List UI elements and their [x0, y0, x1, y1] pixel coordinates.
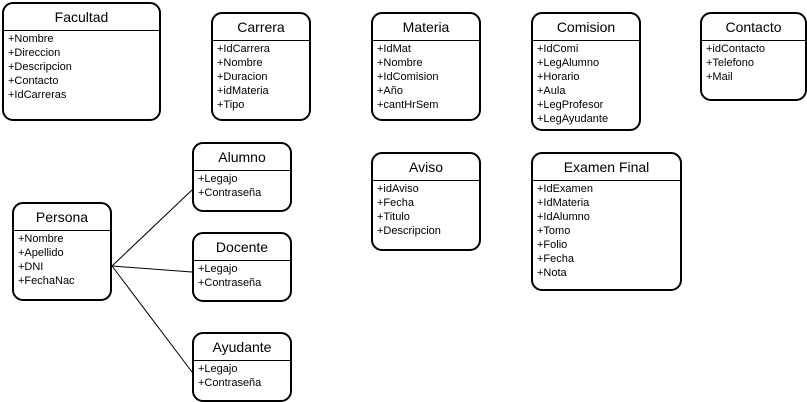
attribute: +Titulo: [377, 211, 410, 223]
connector-persona-ayudante: [111, 265, 193, 373]
attribute: +cantHrSem: [377, 99, 439, 111]
attribute: +Folio: [537, 239, 568, 251]
attribute: +Nombre: [8, 33, 54, 45]
attribute: +Mail: [706, 71, 733, 83]
attribute: +IdComi: [537, 43, 579, 55]
attribute: +Contraseña: [198, 277, 262, 289]
attribute: +Duracion: [217, 71, 268, 83]
entity-persona[interactable]: Persona +Nombre +Apellido +DNI +FechaNac: [12, 202, 112, 301]
entity-examen-final[interactable]: Examen Final +IdExamen +IdMateria +IdAlu…: [531, 152, 682, 291]
attribute-list: +Legajo +Contraseña: [194, 361, 290, 390]
attribute: +Tomo: [537, 225, 571, 237]
entity-title: Comision: [533, 14, 639, 41]
attribute: +DNI: [18, 261, 44, 273]
entity-alumno[interactable]: Alumno +Legajo +Contraseña: [192, 142, 292, 212]
entity-title: Aviso: [373, 154, 479, 181]
attribute: +idContacto: [706, 43, 766, 55]
entity-docente[interactable]: Docente +Legajo +Contraseña: [192, 232, 292, 302]
attribute-list: +IdCarrera +Nombre +Duracion +idMateria …: [213, 41, 309, 112]
attribute: +IdCarrera: [217, 43, 270, 55]
attribute: +Fecha: [377, 197, 414, 209]
entity-ayudante[interactable]: Ayudante +Legajo +Contraseña: [192, 332, 292, 402]
attribute: +Año: [377, 85, 403, 97]
entity-title: Alumno: [194, 144, 290, 171]
attribute: +Contraseña: [198, 187, 262, 199]
entity-aviso[interactable]: Aviso +idAviso +Fecha +Titulo +Descripci…: [371, 152, 481, 251]
attribute: +Aula: [537, 85, 566, 97]
attribute: +idAviso: [377, 183, 419, 195]
attribute: +FechaNac: [18, 275, 75, 287]
attribute-list: +idAviso +Fecha +Titulo +Descripcion: [373, 181, 479, 238]
attribute: +Tipo: [217, 99, 245, 111]
entity-title: Facultad: [4, 4, 159, 31]
attribute: +Nombre: [377, 57, 423, 69]
attribute-list: +IdMat +Nombre +IdComision +Año +cantHrS…: [373, 41, 479, 112]
attribute: +Telefono: [706, 57, 755, 69]
attribute: +Descripcion: [377, 225, 441, 237]
connector-persona-docente: [111, 265, 193, 273]
attribute: +LegAyudante: [537, 113, 609, 125]
entity-contacto[interactable]: Contacto +idContacto +Telefono +Mail: [700, 12, 807, 101]
attribute: +IdExamen: [537, 183, 593, 195]
attribute: +Nombre: [217, 57, 263, 69]
entity-title: Carrera: [213, 14, 309, 41]
attribute: +Apellido: [18, 247, 64, 259]
attribute: +Fecha: [537, 253, 574, 265]
attribute: +Contraseña: [198, 377, 262, 389]
attribute: +IdAlumno: [537, 211, 590, 223]
attribute-list: +idContacto +Telefono +Mail: [702, 41, 805, 84]
entity-title: Contacto: [702, 14, 805, 41]
attribute: +Descripcion: [8, 61, 72, 73]
attribute: +IdMat: [377, 43, 411, 55]
entity-title: Docente: [194, 234, 290, 261]
entity-title: Ayudante: [194, 334, 290, 361]
attribute: +IdMateria: [537, 197, 590, 209]
attribute: +idMateria: [217, 85, 269, 97]
attribute-list: +Legajo +Contraseña: [194, 171, 290, 200]
entity-title: Materia: [373, 14, 479, 41]
attribute: +Legajo: [198, 263, 238, 275]
attribute: +Nota: [537, 267, 567, 279]
attribute: +Nombre: [18, 233, 64, 245]
attribute: +Direccion: [8, 47, 61, 59]
attribute: +LegAlumno: [537, 57, 600, 69]
attribute: +IdCarreras: [8, 89, 67, 101]
attribute: +Legajo: [198, 173, 238, 185]
attribute: +Horario: [537, 71, 580, 83]
attribute-list: +Nombre +Apellido +DNI +FechaNac: [14, 231, 110, 288]
attribute: +IdComision: [377, 71, 439, 83]
attribute: +LegProfesor: [537, 99, 604, 111]
attribute: +Contacto: [8, 75, 59, 87]
attribute-list: +Legajo +Contraseña: [194, 261, 290, 290]
attribute-list: +IdExamen +IdMateria +IdAlumno +Tomo +Fo…: [533, 181, 680, 280]
entity-carrera[interactable]: Carrera +IdCarrera +Nombre +Duracion +id…: [211, 12, 311, 121]
connector-persona-alumno: [111, 189, 193, 267]
entity-title: Examen Final: [533, 154, 680, 181]
entity-title: Persona: [14, 204, 110, 231]
attribute: +Legajo: [198, 363, 238, 375]
entity-facultad[interactable]: Facultad +Nombre +Direccion +Descripcion…: [2, 2, 161, 121]
attribute-list: +Nombre +Direccion +Descripcion +Contact…: [4, 31, 159, 102]
entity-materia[interactable]: Materia +IdMat +Nombre +IdComision +Año …: [371, 12, 481, 121]
entity-comision[interactable]: Comision +IdComi +LegAlumno +Horario +Au…: [531, 12, 641, 131]
attribute-list: +IdComi +LegAlumno +Horario +Aula +LegPr…: [533, 41, 639, 126]
